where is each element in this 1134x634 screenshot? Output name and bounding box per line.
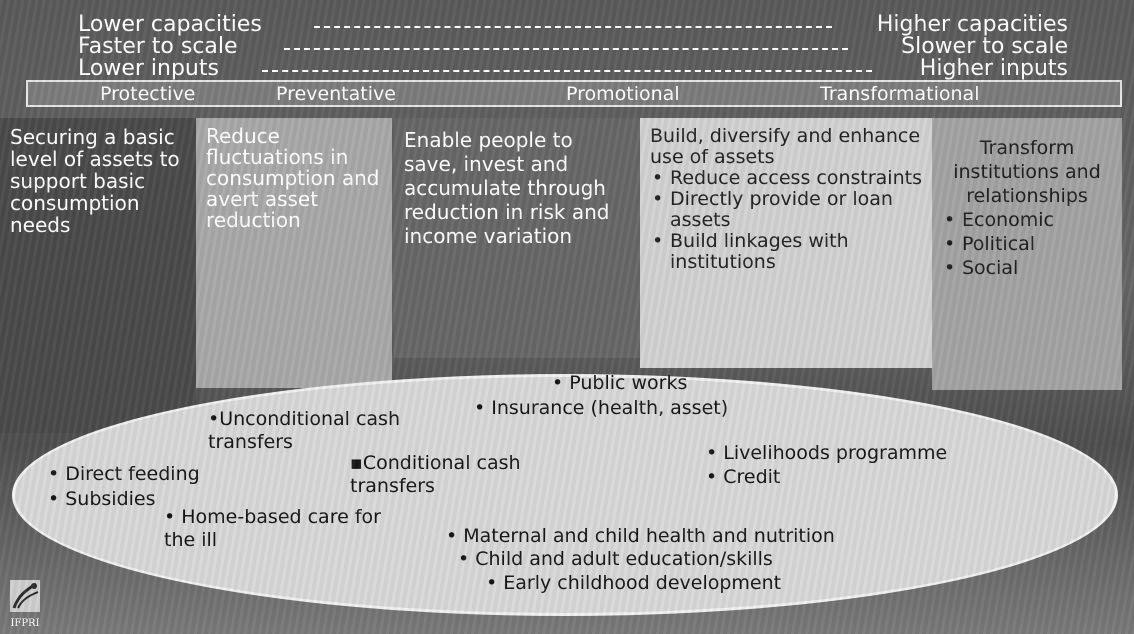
programme-livelihoods: • Livelihoods programme: [706, 442, 948, 464]
capacities-line: Lower capacities Higher capacities: [78, 12, 1068, 38]
scale-dashes: [284, 48, 848, 50]
transform-bullet-political: Political: [942, 232, 1112, 256]
promotional-text: Enable people to save, invest and accumu…: [404, 128, 610, 248]
higher-capacities-label: Higher capacities: [876, 12, 1068, 37]
programmes-ellipse: [12, 374, 1118, 616]
programme-credit: • Credit: [706, 466, 781, 488]
programme-unconditional-cash: •Unconditional cash transfers: [208, 408, 400, 453]
preventative-column: Reduce fluctuations in consumption and a…: [196, 118, 392, 388]
higher-inputs-label: Higher inputs: [919, 56, 1068, 81]
build-bullet-provide-assets: Directly provide or loan assets: [650, 189, 922, 231]
programme-public-works: • Public works: [552, 372, 688, 394]
build-bullet-linkages: Build linkages with institutions: [650, 231, 922, 273]
transform-bullet-economic: Economic: [942, 208, 1112, 232]
stage-preventative: Preventative: [276, 83, 396, 105]
slower-to-scale-label: Slower to scale: [901, 34, 1068, 59]
programme-education-skills: • Child and adult education/skills: [458, 548, 773, 570]
logo-text: IFPRI: [10, 618, 39, 629]
programme-conditional-cash: ▪Conditional cash transfers: [350, 452, 521, 497]
ifpri-logo: IFPRI: [4, 576, 46, 630]
build-bullet-reduce-access: Reduce access constraints: [650, 168, 922, 190]
programme-subsidies: • Subsidies: [48, 488, 156, 510]
build-assets-column: Build, diversify and enhance use of asse…: [640, 118, 932, 368]
capacities-dashes: [314, 26, 832, 28]
protective-column: Securing a basic level of assets to supp…: [0, 118, 196, 433]
stage-transformational: Transformational: [820, 83, 980, 105]
programme-early-childhood: • Early childhood development: [486, 572, 782, 594]
preventative-text: Reduce fluctuations in consumption and a…: [206, 124, 380, 232]
programme-home-based-care: • Home-based care for the ill: [164, 506, 381, 551]
transform-heading: Transform institutions and relationships: [953, 137, 1101, 207]
transform-bullet-list: Economic Political Social: [942, 208, 1112, 280]
programme-direct-feeding: • Direct feeding: [48, 463, 200, 485]
transform-bullet-social: Social: [942, 256, 1112, 280]
inputs-line: Lower inputs Higher inputs: [78, 56, 1068, 82]
build-heading: Build, diversify and enhance use of asse…: [650, 125, 921, 168]
build-bullet-list: Reduce access constraints Directly provi…: [650, 168, 922, 273]
stage-promotional: Promotional: [566, 83, 680, 105]
transform-column: Transform institutions and relationships…: [932, 118, 1122, 390]
promotional-column: Enable people to save, invest and accumu…: [394, 118, 640, 358]
programme-insurance: • Insurance (health, asset): [474, 397, 729, 419]
programme-maternal-child-health: • Maternal and child health and nutritio…: [446, 525, 835, 547]
stage-protective: Protective: [100, 83, 196, 105]
stage-bar: Protective Preventative Promotional Tran…: [26, 80, 1122, 107]
faster-to-scale-label: Faster to scale: [78, 34, 238, 59]
lower-capacities-label: Lower capacities: [78, 12, 262, 37]
protective-text: Securing a basic level of assets to supp…: [10, 125, 180, 237]
inputs-dashes: [262, 70, 872, 72]
scale-line: Faster to scale Slower to scale: [78, 34, 1068, 60]
lower-inputs-label: Lower inputs: [78, 56, 219, 81]
